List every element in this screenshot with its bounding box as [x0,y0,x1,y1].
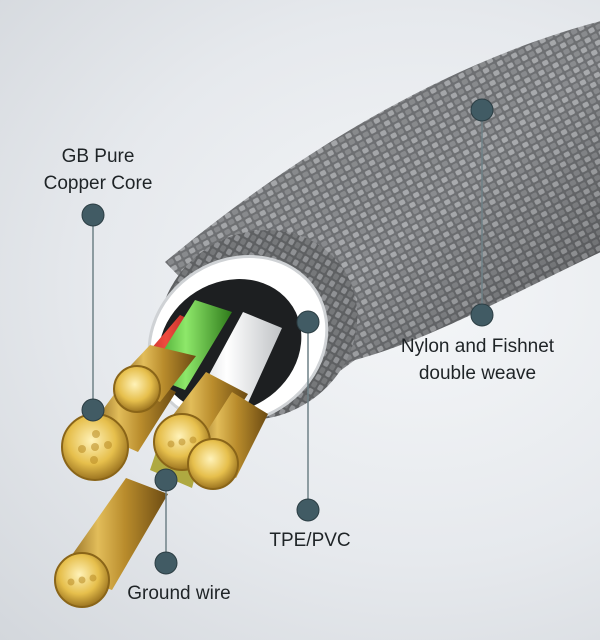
sheath-bottom-marker [470,303,494,327]
sheath-top-marker [470,98,494,122]
ground-bottom-marker [154,551,178,575]
copper-top-marker [81,203,105,227]
callout-lines [92,110,483,563]
ground-top-marker [154,468,178,492]
copper-core-ends [54,365,239,608]
callout-markers [81,98,494,575]
copper-bottom-marker [81,398,105,422]
ground-wire-label: Ground wire [127,583,231,604]
insulation-label: TPE/PVC [269,530,351,551]
tpe-top-marker [296,310,320,334]
tpe-bottom-marker [296,498,320,522]
